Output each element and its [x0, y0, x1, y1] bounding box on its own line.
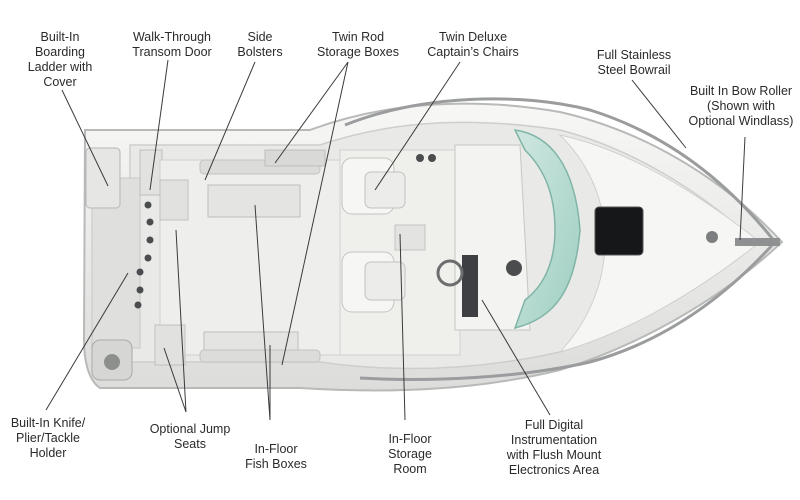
windlass: [706, 231, 718, 243]
tackle-holders: [134, 201, 154, 309]
transom-door: [139, 149, 163, 196]
label-instrumentation: Full Digital Instrumentation with Flush …: [506, 418, 602, 477]
livewell-drain: [104, 354, 120, 370]
jump-seat-upper: [159, 179, 189, 221]
cup-holder: [416, 154, 424, 162]
label-transom-door: Walk-Through Transom Door: [132, 30, 212, 59]
side-bolster-port: [199, 349, 321, 363]
label-bow-roller: Built In Bow Roller (Shown with Optional…: [688, 84, 794, 128]
forward-hatch: [594, 206, 644, 256]
label-captains-chairs: Twin Deluxe Captain’s Chairs: [427, 30, 519, 59]
cup-holder-2: [428, 154, 436, 162]
label-side-bolsters: Side Bolsters: [237, 30, 283, 59]
gauge: [506, 260, 522, 276]
label-boarding-ladder: Built-In Boarding Ladder with Cover: [27, 30, 93, 89]
label-fish-boxes: In-Floor Fish Boxes: [245, 442, 307, 471]
captain-chair-backrest-starboard: [364, 171, 406, 209]
captain-chair-backrest-port: [364, 261, 406, 301]
label-bowrail: Full Stainless Steel Bowrail: [596, 48, 672, 77]
windshield: [513, 129, 581, 330]
steering-wheel: [436, 259, 464, 287]
label-rod-storage: Twin Rod Storage Boxes: [317, 30, 399, 59]
instrument-panel: [462, 255, 478, 317]
bow-roller: [735, 238, 780, 246]
rod-storage-box: [264, 149, 326, 167]
label-storage-room: In-Floor Storage Room: [388, 432, 432, 476]
jump-seat-lower: [154, 324, 186, 366]
fish-box-upper: [207, 184, 301, 218]
boarding-ladder-cover: [85, 147, 121, 209]
label-knife-holder: Built-In Knife/ Plier/Tackle Holder: [10, 416, 86, 460]
leader-lines: [45, 59, 746, 421]
storage-room-hatch: [394, 224, 426, 251]
label-jump-seats: Optional Jump Seats: [149, 422, 231, 451]
